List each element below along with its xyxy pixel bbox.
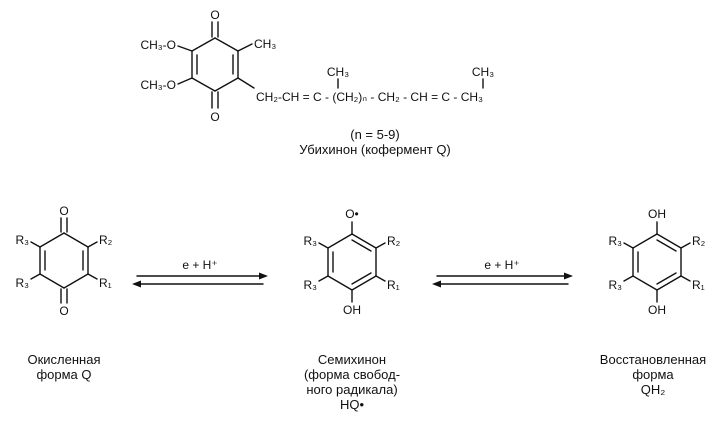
ubiquinone-name: Убихинон (кофермент Q) [299, 142, 451, 157]
q-r3-bottom: R₃ [15, 276, 29, 290]
ubq-ring-methyl: CH₃ [254, 37, 276, 51]
reduced-caption-line2: форма [632, 367, 674, 382]
equilibrium-arrow-1 [136, 275, 264, 285]
qh2-r3-top: R₃ [608, 234, 622, 248]
semiquinone-caption: Семихинон (форма свобод- ного радикала) … [292, 352, 412, 412]
ubq-branch-methyl-1: CH₃ [327, 65, 349, 79]
ubq-methoxy-2: CH₃-O [140, 78, 176, 92]
qh2-hydroxyl-top: OH [648, 207, 666, 221]
qh2-r1: R₁ [692, 278, 705, 292]
ubq-oxo-top: O [210, 8, 219, 22]
ubq-side-chain: CH₂-CH = C - (CH₂)ₙ - CH₂ - CH = C - CH₃ [256, 90, 483, 104]
quinone-ring [30, 217, 98, 304]
hq-r3-bottom: R₃ [303, 278, 317, 292]
semiquinone-ring [318, 221, 386, 303]
ubiquinone-caption: (n = 5-9) Убихинон (кофермент Q) [295, 127, 455, 157]
oxidized-caption-line2: форма Q [36, 367, 92, 382]
ubq-methoxy-1: CH₃-O [140, 38, 176, 52]
q-oxo-bottom: O [59, 304, 68, 318]
arrowhead-left-2 [432, 280, 441, 288]
hydroquinone-ring [623, 221, 691, 303]
q-oxo-top: O [59, 204, 68, 218]
equilibrium-arrow-2 [436, 275, 569, 285]
arrow-label-2: e + H⁺ [484, 258, 519, 272]
semiquinone-caption-line2: (форма свобод- [303, 367, 401, 382]
oxidized-caption-line1: Окисленная [27, 352, 101, 367]
ubiquinone-ring [177, 21, 484, 109]
hq-hydroxyl: OH [343, 303, 361, 317]
qh2-hydroxyl-bottom: OH [648, 303, 666, 317]
q-r3-top: R₃ [15, 233, 29, 247]
hq-oxygen-radical: O• [345, 207, 359, 221]
arrow-label-1: e + H⁺ [182, 258, 217, 272]
oxidized-caption: Окисленная форма Q [4, 352, 124, 382]
ubq-oxo-bottom: O [210, 110, 219, 124]
q-r2: R₂ [99, 233, 113, 247]
n-range: (n = 5-9) [350, 127, 400, 142]
ubq-branch-methyl-2: CH₃ [472, 65, 494, 79]
hq-r1: R₁ [387, 278, 400, 292]
arrowhead-right-1 [259, 272, 268, 280]
hq-r3-top: R₃ [303, 234, 317, 248]
semiquinone-caption-line1: Семихинон [317, 352, 387, 367]
reduced-caption-line1: Восстановленная [599, 352, 707, 367]
reduced-caption: Восстановленная форма QH₂ [590, 352, 716, 397]
reduced-caption-line3: QH₂ [640, 382, 666, 397]
arrowhead-left-1 [132, 280, 141, 288]
hq-r2: R₂ [387, 234, 401, 248]
q-r1: R₁ [99, 276, 112, 290]
semiquinone-caption-line4: HQ• [339, 397, 365, 412]
arrowhead-right-2 [564, 272, 573, 280]
qh2-r3-bottom: R₃ [608, 278, 622, 292]
semiquinone-caption-line3: ного радикала) [306, 382, 398, 397]
qh2-r2: R₂ [692, 234, 706, 248]
